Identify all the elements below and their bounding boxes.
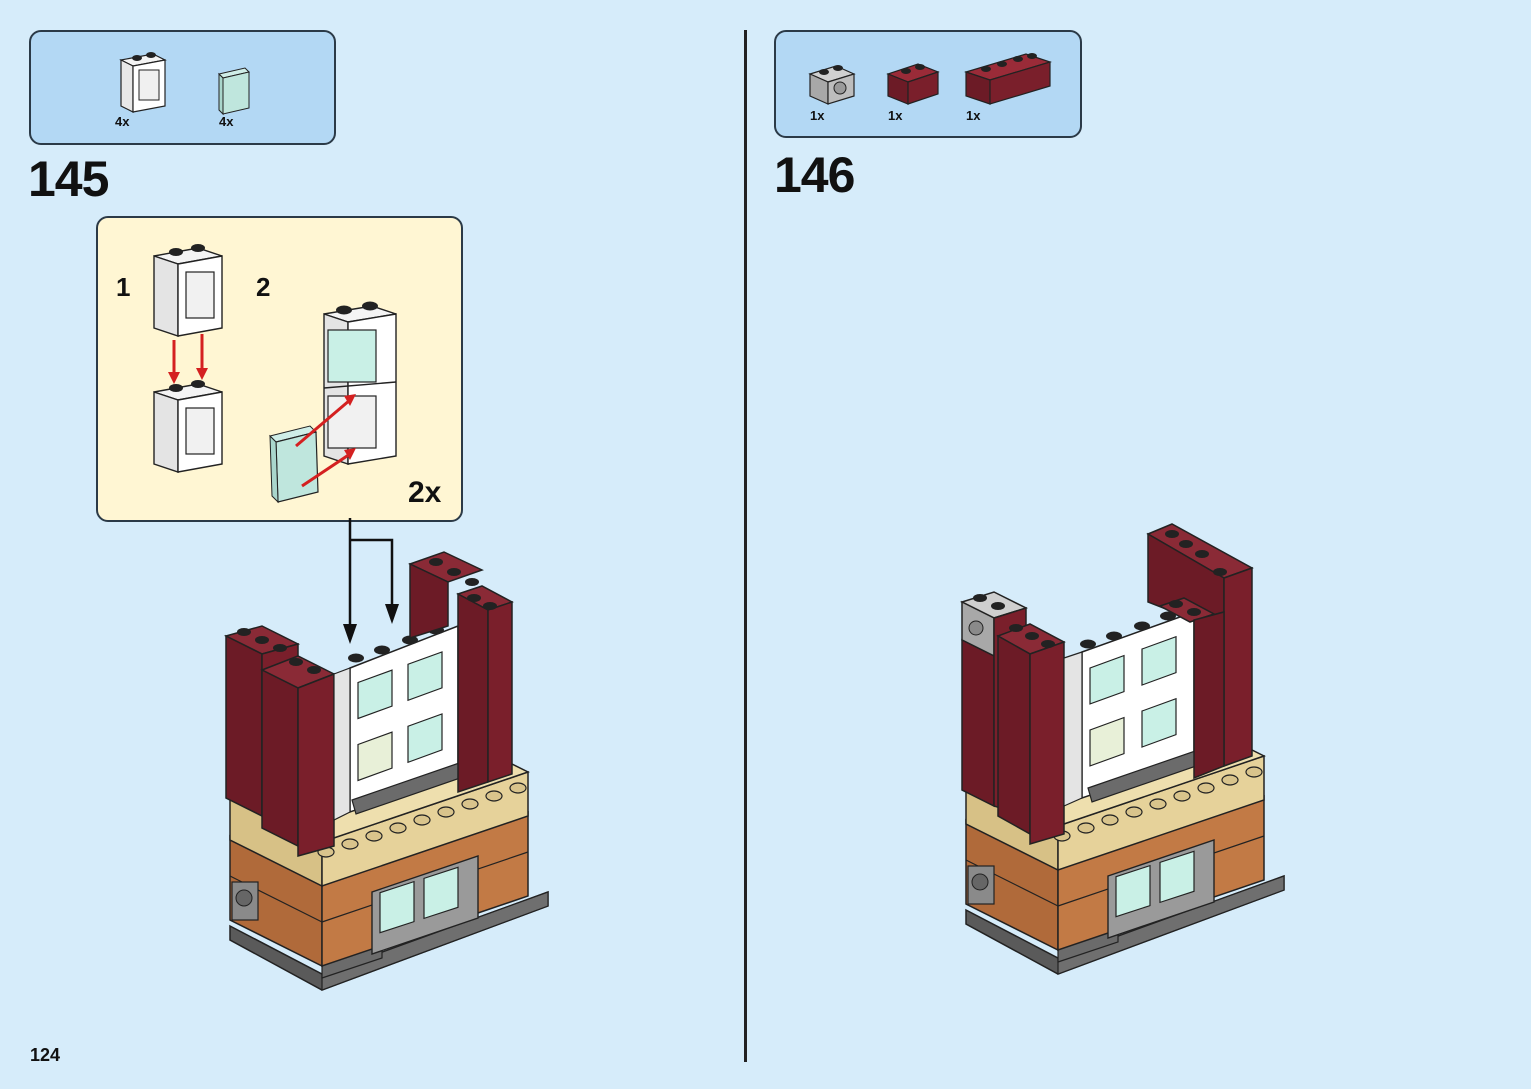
parts-list-step-146: 1x 1x 1x	[774, 30, 1082, 138]
substep-label-2: 2	[256, 272, 271, 302]
substep-2-illustration	[269, 301, 397, 504]
dark-red-brick-1x2-icon	[886, 63, 940, 105]
substep-1-illustration	[153, 244, 223, 473]
step-145-model	[223, 551, 549, 991]
part-quantity: 1x	[888, 108, 903, 123]
substep-callout: 1 2 2x	[96, 216, 463, 522]
parts-list-step-145: 4x 4x	[29, 30, 336, 145]
white-window-frame-icon	[119, 52, 167, 113]
step-number-146: 146	[774, 147, 855, 203]
part-quantity: 1x	[810, 108, 825, 123]
page-number: 124	[30, 1045, 61, 1065]
light-gray-technic-brick-icon	[808, 65, 856, 105]
dark-red-brick-1x4-icon	[964, 53, 1052, 105]
part-quantity: 4x	[115, 114, 130, 129]
part-quantity: 4x	[219, 114, 234, 129]
step-146-model	[960, 523, 1285, 975]
page-divider	[744, 30, 747, 1062]
substep-multiplier: 2x	[408, 476, 442, 509]
step-number-145: 145	[28, 151, 109, 207]
trans-clear-glass-pane-icon	[218, 67, 250, 116]
part-quantity: 1x	[966, 108, 981, 123]
callout-arrows	[343, 518, 399, 644]
substep-label-1: 1	[116, 272, 131, 302]
